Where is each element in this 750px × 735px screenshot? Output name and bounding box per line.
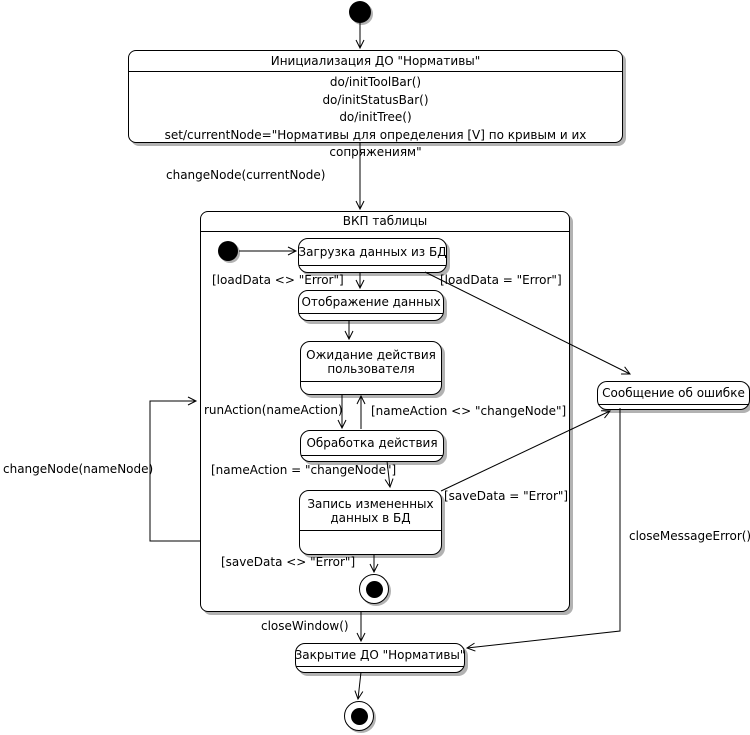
final-state-bottom[interactable] [344, 701, 374, 731]
initial-state-top[interactable] [349, 1, 371, 23]
compartment-divider [296, 666, 464, 667]
transition-label-closemessageerror: closeMessageError() [629, 529, 750, 543]
state-process-action[interactable]: Обработка действия [300, 430, 444, 462]
action-line: do/initStatusBar() [322, 92, 429, 107]
final-state-dot [365, 580, 383, 598]
empty-compartment [598, 405, 749, 409]
empty-compartment [299, 314, 443, 320]
final-state-inner[interactable] [359, 574, 389, 604]
compartment-divider [598, 404, 749, 405]
state-close-normativy[interactable]: Закрытие ДО "Нормативы" [295, 643, 465, 673]
transition-changenode-loop [149, 396, 200, 542]
action-line: do/initToolBar() [329, 75, 422, 89]
transition-label-savedata-ok: [saveData <> "Error"] [221, 555, 356, 569]
composite-title: ВКП таблицы [201, 212, 569, 232]
transition-label-loaddata-ok: [loadData <> "Error"] [212, 273, 344, 287]
transition-label-loaddata-error: [loadData = "Error"] [440, 273, 562, 287]
transition-label-runaction: runAction(nameAction) [204, 403, 343, 417]
empty-compartment [301, 382, 441, 394]
state-init-normativy[interactable]: Инициализация ДО "Нормативы" do/initTool… [128, 50, 623, 159]
empty-compartment [300, 531, 441, 554]
transition-label-nameaction-neq: [nameAction <> "changeNode"] [371, 404, 567, 418]
state-save-data[interactable]: Запись измененных данных в БД [299, 490, 442, 555]
empty-compartment [296, 667, 464, 672]
final-state-dot [350, 707, 368, 725]
compartment-divider [301, 381, 441, 382]
state-display-data[interactable]: Отображение данных [298, 290, 444, 321]
empty-compartment [301, 456, 443, 461]
action-line: do/initTree() [339, 110, 412, 124]
transition-label-closewindow: closeWindow() [261, 619, 349, 633]
state-wait-user-action[interactable]: Ожидание действия пользователя [300, 341, 442, 395]
initial-state-inner[interactable] [218, 241, 238, 261]
state-title: Инициализация ДО "Нормативы" [129, 51, 622, 72]
compartment-divider [299, 265, 446, 266]
transition-label-changenode-current: changeNode(currentNode) [166, 168, 326, 182]
compartment-divider [300, 530, 441, 531]
transition-label-savedata-error: [saveData = "Error"] [444, 489, 569, 503]
state-load-data[interactable]: Загрузка данных из БД [298, 238, 447, 273]
transition-label-changenode-name: changeNode(nameNode) [3, 462, 154, 476]
empty-compartment [299, 266, 446, 272]
transition-label-nameaction-eq: [nameAction = "changeNode"] [211, 463, 397, 477]
state-error-message[interactable]: Сообщение об ошибке [597, 381, 750, 410]
action-line: set/currentNode="Нормативы для определен… [164, 127, 587, 160]
state-actions: do/initToolBar() do/initStatusBar() do/i… [129, 72, 622, 162]
compartment-divider [301, 455, 443, 456]
transition-close-to-final [354, 671, 364, 701]
compartment-divider [299, 313, 443, 314]
